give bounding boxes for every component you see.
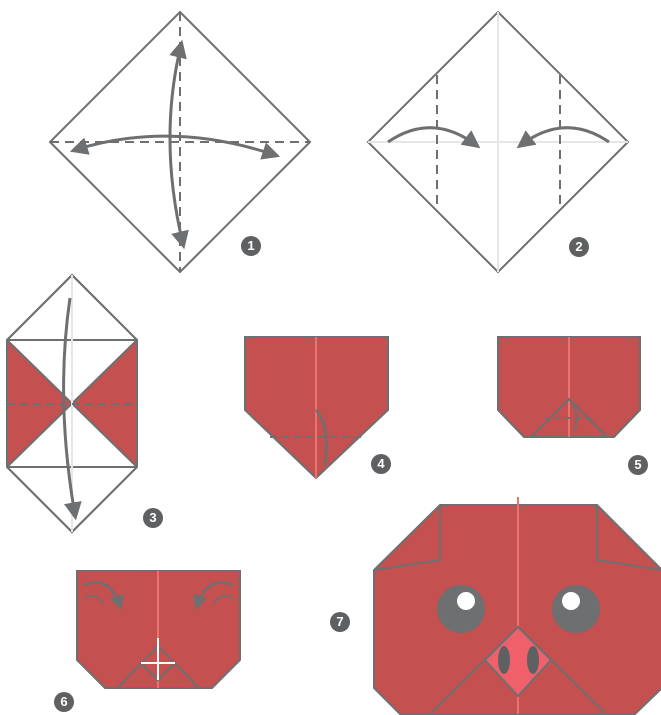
step-4-diagram <box>245 337 388 478</box>
step-1-number: 1 <box>241 236 261 256</box>
step-4-number: 4 <box>371 454 391 474</box>
right-eye <box>552 585 600 633</box>
step-5-diagram <box>498 337 640 437</box>
step-2-number: 2 <box>569 237 589 257</box>
step-3-diagram <box>7 275 137 532</box>
step-7-number: 7 <box>330 612 350 632</box>
step-2-diagram <box>368 12 628 272</box>
step-1-diagram <box>50 12 310 272</box>
step-5-number: 5 <box>628 455 648 475</box>
step-3-number: 3 <box>143 508 163 528</box>
step-6-number: 6 <box>54 692 74 712</box>
left-eye <box>437 585 485 633</box>
step-6-diagram <box>77 571 240 688</box>
step-7-owl-face <box>374 497 661 714</box>
